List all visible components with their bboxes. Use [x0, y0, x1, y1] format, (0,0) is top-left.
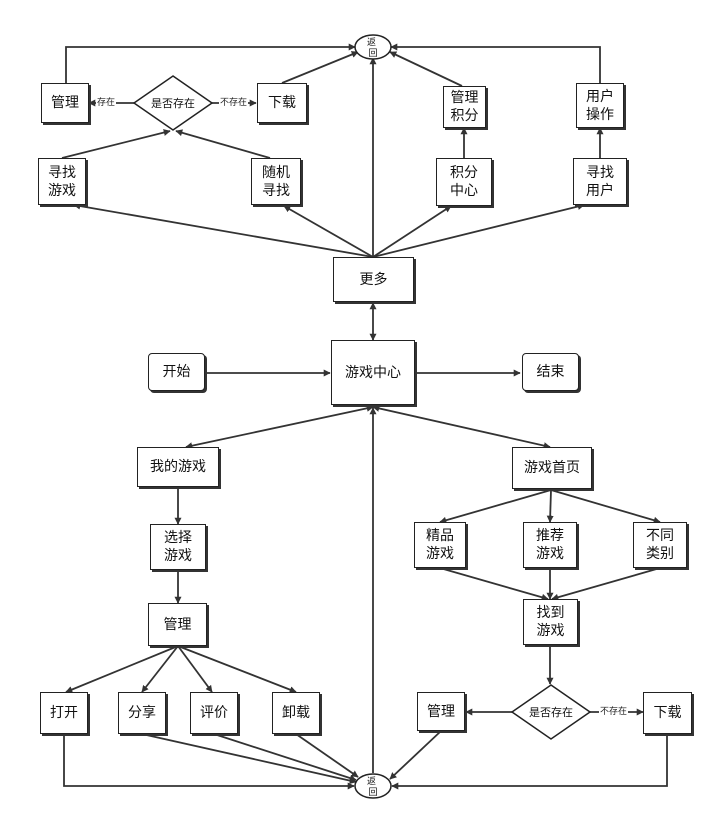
- edge-categories-found: [551, 567, 661, 601]
- edge-label-bottom-exists-no: 不存在: [599, 707, 629, 717]
- edge-game-home-featured: [439, 489, 552, 524]
- edge-more-random-find: [283, 205, 374, 258]
- edge-more-find-game: [73, 202, 374, 258]
- edge-uninstall-return: [295, 733, 359, 778]
- edge-user-operation-return: [390, 43, 601, 83]
- return-top-label-2: 回: [368, 48, 377, 59]
- edge-manage-review: [177, 645, 213, 693]
- svg-text:返 回: 返 回: [367, 36, 379, 59]
- review-node: 评价: [190, 692, 238, 734]
- find-game-node: 寻找 游戏: [38, 158, 86, 205]
- edge-random-find-exists: [175, 129, 271, 159]
- top-manage-node: 管理: [41, 83, 89, 123]
- edge-top-manage-return: [65, 43, 356, 83]
- edge-manage-uninstall: [177, 645, 297, 693]
- manage-points-node: 管理 积分: [443, 86, 486, 128]
- uninstall-node: 卸载: [272, 692, 320, 734]
- end-node: 结束: [522, 353, 579, 391]
- game-center-node: 游戏中心: [331, 340, 415, 405]
- edge-label-top-exists-yes: 存在: [96, 98, 117, 108]
- top-download-node: 下载: [257, 83, 307, 123]
- edge-review-return: [213, 733, 357, 782]
- return-top-node: 返 回: [354, 34, 392, 60]
- my-games-node: 我的游戏: [137, 447, 219, 487]
- edge-game-home-categories: [550, 489, 661, 524]
- user-operation-node: 用户 操作: [576, 83, 624, 128]
- edge-game-center-game-home: [372, 404, 551, 450]
- edge-game-home-recommended: [546, 489, 554, 523]
- edge-top-download-return: [281, 51, 359, 84]
- left-manage-node: 管理: [148, 603, 207, 646]
- edge-share-return: [141, 733, 357, 785]
- top-exists-label: 是否存在: [151, 96, 195, 110]
- edge-manage-right-return: [389, 730, 442, 780]
- return-bottom-node: 返 回: [354, 773, 392, 799]
- edge-game-center-my-games: [185, 404, 374, 450]
- edge-manage-share: [141, 645, 179, 693]
- bottom-exists-decision: 是否存在: [510, 684, 592, 740]
- start-node: 开始: [148, 353, 205, 391]
- top-exists-decision: 是否存在: [132, 75, 214, 131]
- bottom-download-node: 下载: [643, 692, 692, 734]
- return-top-label-1: 返: [367, 36, 376, 48]
- found-game-node: 找到 游戏: [523, 599, 578, 645]
- points-center-node: 积分 中心: [436, 158, 492, 206]
- more-node: 更多: [333, 257, 414, 302]
- edge-more-points-center: [372, 205, 452, 258]
- open-node: 打开: [40, 692, 88, 734]
- edge-manage-points-return: [389, 51, 463, 87]
- bottom-exists-label: 是否存在: [529, 705, 573, 719]
- edge-more-find-user: [372, 203, 585, 258]
- svg-text:返 回: 返 回: [367, 775, 379, 798]
- different-categories-node: 不同 类别: [633, 522, 687, 568]
- edge-label-top-exists-no: 不存在: [219, 98, 249, 108]
- edge-open-return: [63, 734, 355, 790]
- return-bottom-label-2: 回: [368, 787, 377, 798]
- edge-download-right-return: [391, 734, 668, 790]
- edge-manage-open: [65, 645, 179, 693]
- game-home-node: 游戏首页: [512, 447, 592, 489]
- featured-games-node: 精品 游戏: [414, 522, 466, 568]
- find-user-node: 寻找 用户: [573, 158, 627, 205]
- random-find-node: 随机 寻找: [251, 158, 301, 205]
- return-bottom-label-1: 返: [367, 775, 376, 787]
- recommended-games-node: 推荐 游戏: [523, 522, 577, 568]
- right-manage-node: 管理: [417, 692, 465, 731]
- edge-featured-found: [439, 567, 549, 601]
- edge-find-game-exists: [61, 129, 171, 159]
- select-game-node: 选择 游戏: [150, 524, 206, 570]
- share-node: 分享: [118, 692, 166, 734]
